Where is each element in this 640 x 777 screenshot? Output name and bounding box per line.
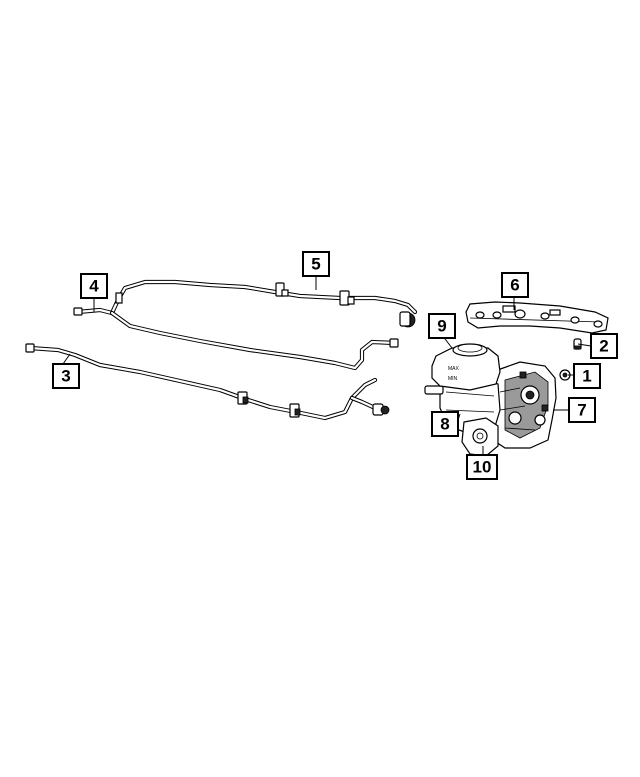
svg-text:9: 9: [437, 317, 446, 336]
svg-text:7: 7: [577, 401, 586, 420]
callout-5: 5: [302, 251, 330, 277]
svg-text:3: 3: [61, 367, 70, 386]
callout-4: 4: [80, 273, 108, 299]
svg-text:4: 4: [89, 277, 99, 296]
bracket-6: [465, 301, 609, 334]
callout-10: 10: [466, 454, 498, 480]
svg-text:10: 10: [473, 458, 492, 477]
svg-text:8: 8: [440, 415, 449, 434]
callout-9: 9: [428, 313, 456, 339]
callout-2: 2: [590, 333, 618, 359]
reservoir-max-mark: MAX: [448, 366, 460, 372]
brake-line-4: [73, 279, 418, 371]
svg-text:2: 2: [599, 337, 608, 356]
svg-text:6: 6: [510, 276, 519, 295]
callout-3: 3: [52, 363, 80, 389]
callout-7: 7: [568, 397, 596, 423]
callout-6: 6: [501, 272, 529, 298]
callout-8: 8: [431, 411, 459, 437]
svg-text:5: 5: [311, 255, 320, 274]
callout-1: 1: [573, 363, 601, 389]
brake-booster-assembly: MAX MIN: [424, 343, 557, 457]
svg-text:1: 1: [582, 367, 591, 386]
reservoir-min-mark: MIN: [448, 376, 458, 382]
leader-lines: [62, 276, 592, 455]
brake-line-3: [25, 343, 390, 421]
